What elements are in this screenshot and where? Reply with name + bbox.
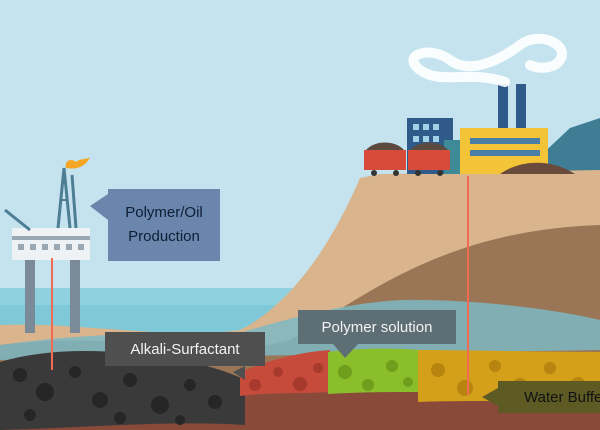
alkali-surfactant-label: Alkali-Surfactant (105, 332, 265, 366)
production-label-line1: Polymer/Oil (125, 204, 203, 221)
alkali-pores (249, 363, 323, 391)
coal-cart-icon (364, 142, 450, 176)
polymer-solution-label: Polymer solution (298, 310, 456, 344)
alkali-pointer (233, 366, 245, 380)
alkali-zone (240, 350, 330, 396)
offshore-platform-icon (4, 167, 90, 333)
smoke-plume-icon (408, 33, 567, 87)
water-pointer (482, 388, 498, 406)
oil-pores (13, 366, 222, 425)
production-label-line2: Production (128, 228, 200, 245)
production-label: Polymer/Oil Production (108, 189, 220, 261)
polymer-zone (328, 348, 420, 394)
polymer-pores (338, 360, 413, 391)
flare-flame-icon (65, 157, 90, 169)
production-pointer (90, 194, 108, 220)
coal-pile (500, 162, 575, 174)
oil-zone (0, 350, 245, 430)
water-buffer-label: Water Buffer (498, 381, 600, 413)
polymer-pointer (333, 344, 358, 358)
